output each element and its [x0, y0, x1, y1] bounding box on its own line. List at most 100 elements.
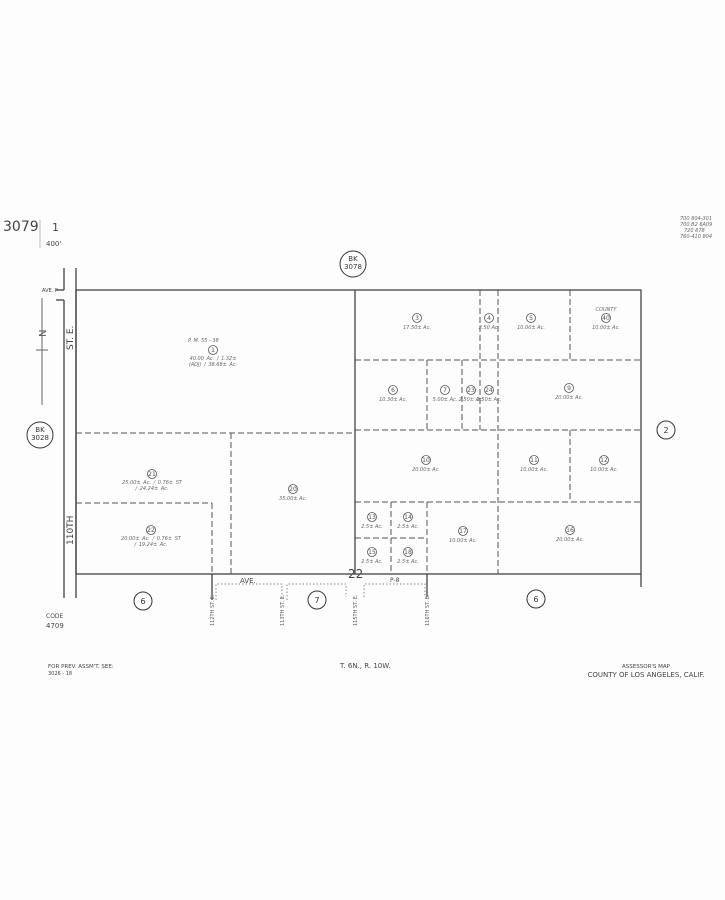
parcel-number: 21: [148, 471, 156, 478]
parcel-circle: [484, 313, 494, 323]
parcel-area: 2.5± Ac.: [397, 524, 419, 530]
parcel-area: 20.00± Ac.: [412, 467, 440, 473]
parcel-area: 10.00± Ac.: [590, 467, 618, 473]
parcel-circle: [466, 385, 476, 395]
adjacent-book-top: BK 3078: [339, 250, 367, 278]
parcel-number: 18: [404, 549, 412, 556]
parcel-1: 1 40.00 Ac. / 1.32± (ADJ) / 38.68± Ac.: [188, 345, 238, 368]
parcel-circle: [601, 313, 611, 323]
parcel-5: 510.00± Ac.: [517, 313, 545, 331]
parcel-20: 20 35.00± Ac.: [279, 484, 307, 502]
adjacent-page-right: 2: [656, 420, 676, 440]
parcel-9: 9 20.00± Ac.: [555, 383, 583, 401]
parcel-circle: [412, 313, 422, 323]
note: 700 804-301: [680, 216, 712, 222]
parcel-area: 2.50± Ac.: [477, 397, 502, 403]
parcel-area: 10.30± Ac.: [379, 397, 407, 403]
parcel-number: 7: [443, 387, 447, 394]
township-range: T. 6N., R. 10W.: [339, 662, 391, 670]
110th-label: 110TH: [66, 516, 76, 545]
ave-p-label: AVE. P: [42, 288, 58, 294]
parcel-circle: [288, 484, 298, 494]
parcel-circle: [599, 455, 609, 465]
parcel-number: 20: [289, 486, 297, 493]
parcel-number: 11: [530, 457, 538, 464]
adjacent-book-left: BK 3028: [26, 421, 54, 449]
svg-text:6: 6: [140, 597, 145, 606]
parcel-number: 4: [487, 315, 491, 322]
parcel-area: 10.00± Ac.: [592, 325, 620, 331]
parcel-number: 24: [485, 387, 493, 394]
adjacent-book-top-label: BK 3078: [344, 255, 362, 271]
pm-note: P. M. 55 - 38: [188, 338, 219, 344]
parcel-circle: [403, 547, 413, 557]
section-boundary: [75, 289, 642, 575]
street-115th: 115TH ST. E.: [353, 594, 359, 626]
parcel-area: 35.00± Ac.: [279, 496, 307, 502]
parcel-number: 13: [368, 514, 376, 521]
parcel-23: 23 2.50± Ac.: [459, 385, 484, 403]
parcel-circle: [367, 547, 377, 557]
svg-text:N: N: [38, 330, 49, 337]
adjacent-page-bottom: 6: [526, 589, 546, 609]
svg-text:7: 7: [314, 596, 319, 605]
prev-assessment-label: FOR PREV. ASSM'T. SEE:: [48, 664, 114, 670]
parcel-area: 20.00± Ac.: [556, 537, 584, 543]
parcel-note: COUNTY: [596, 307, 618, 313]
prev-assessment-ref: 3026 - 18: [48, 671, 72, 677]
parcel-12: 12 10.00± Ac.: [590, 455, 618, 473]
note: 700 B2 6A09: [680, 222, 712, 228]
parcel-6: 610.30± Ac.: [379, 385, 407, 403]
parcel-11: 11 10.00± Ac.: [520, 455, 548, 473]
parcel-number: 9: [567, 385, 571, 392]
parcel-number: 1: [211, 347, 215, 354]
parcel-circle: [421, 455, 431, 465]
map-title: ASSESSOR'S MAP: [622, 664, 671, 670]
page-number: 1: [52, 221, 59, 234]
book-number: 3079: [3, 219, 39, 235]
parcel-circle: [208, 345, 218, 355]
code-label: CODE: [46, 613, 64, 620]
parcel-circle: [367, 512, 377, 522]
parcel-area: 20.00± Ac.: [555, 395, 583, 401]
parcel-area: 2.50± Ac.: [459, 397, 484, 403]
section-number: 22: [348, 567, 363, 581]
parcel-number: 12: [600, 457, 608, 464]
parcel-number: 23: [467, 387, 475, 394]
parcel-area: 10.00± Ac.: [520, 467, 548, 473]
parcel-number: 3: [415, 315, 419, 322]
parcel-circle: [146, 525, 156, 535]
parcel-3: 3 17.50± Ac.: [403, 313, 431, 331]
street-113th: 113TH ST. E.: [280, 594, 286, 626]
parcel-area: 2.5± Ac.: [361, 559, 383, 565]
parcel-circle: [388, 385, 398, 395]
north-arrow-icon: N: [36, 298, 49, 405]
parcel-13: 132.5± Ac.: [361, 512, 383, 530]
note: 760-410 804: [680, 234, 712, 240]
svg-text:2: 2: [663, 426, 668, 435]
parcel-number: 17: [459, 528, 467, 535]
parcel-area: 40.00 Ac. / 1.32± (ADJ) / 38.68± Ac.: [188, 356, 238, 368]
st-e-label: ST. E.: [66, 326, 76, 350]
parcel-number: 22: [147, 527, 155, 534]
svg-text:6: 6: [533, 595, 538, 604]
note: 720 878: [684, 228, 705, 234]
tax-rate-code: 4709: [46, 622, 64, 630]
parcel-area: 17.50± Ac.: [403, 325, 431, 331]
map-county: COUNTY OF LOS ANGELES, CALIF.: [588, 671, 705, 679]
scale-label: 400': [46, 240, 61, 248]
ave-label: AVE.: [240, 577, 256, 585]
parcel-circle: [458, 526, 468, 536]
parcel-7: 75.00± Ac.: [433, 385, 457, 403]
top-right-notes: 700 804-301 700 B2 6A09 720 878 760-410 …: [680, 216, 712, 240]
parcel-number: 40: [602, 315, 610, 322]
street-116th: 116TH ST. E.: [425, 594, 431, 626]
parcel-circle: [403, 512, 413, 522]
parcel-14: 14 2.5± Ac.: [397, 512, 419, 530]
parcel-number: 14: [404, 514, 412, 521]
parcel-18: 182.5± Ac.: [397, 547, 419, 565]
